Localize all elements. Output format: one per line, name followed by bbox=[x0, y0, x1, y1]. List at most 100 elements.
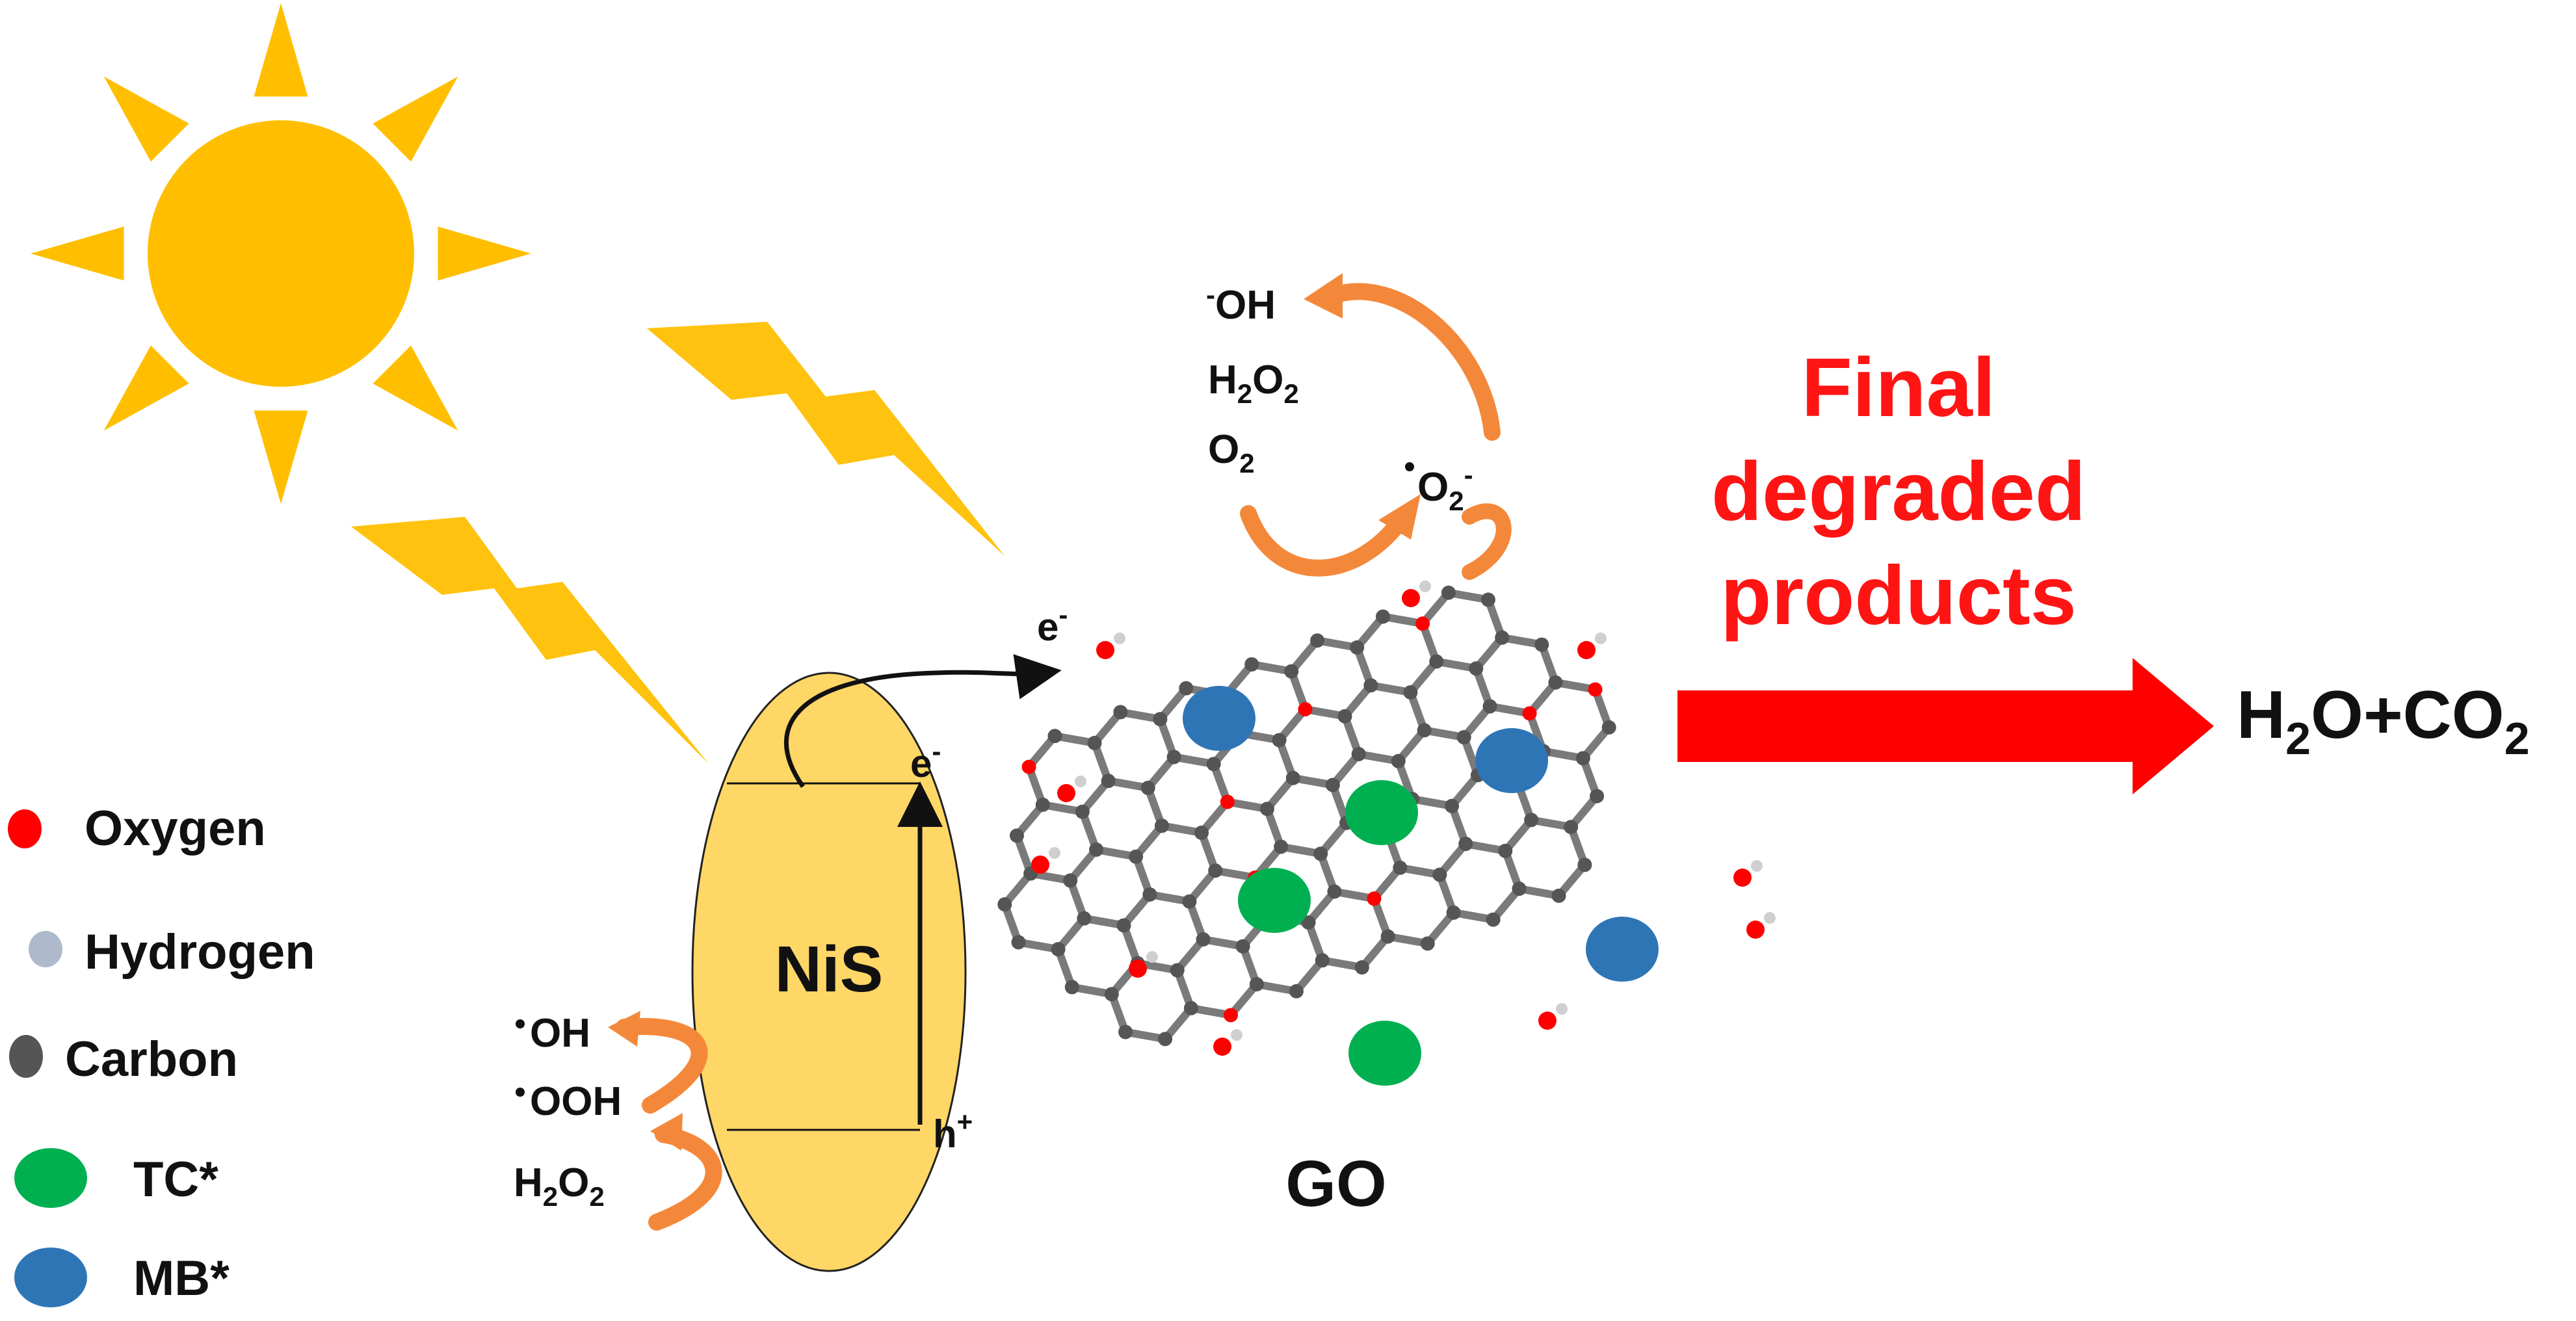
go-functional-oxygen bbox=[1746, 921, 1765, 939]
sun-rays bbox=[31, 3, 531, 504]
hydroxide-formation-arrowhead bbox=[1304, 273, 1343, 319]
go-bonds bbox=[1001, 588, 1613, 1043]
go-carbon-atom bbox=[1498, 843, 1513, 858]
go-carbon-atom bbox=[1249, 977, 1264, 992]
superoxide-radical-label: O2- bbox=[1417, 460, 1473, 516]
go-carbon-atom bbox=[1469, 661, 1484, 676]
go-carbon-atom bbox=[1486, 912, 1501, 927]
go-hydrogen-atom bbox=[1146, 951, 1158, 963]
go-hydrogen-atom bbox=[1114, 633, 1125, 644]
sun-ray bbox=[254, 3, 308, 97]
go-carbon-atom bbox=[1301, 915, 1316, 930]
hydroxide-ion-label: -OH bbox=[1206, 280, 1276, 328]
oxygen-molecule-label: O2 bbox=[1208, 427, 1255, 478]
legend-mb-swatch bbox=[14, 1248, 87, 1307]
go-carbon-atom bbox=[1075, 804, 1090, 819]
go-carbon-atom bbox=[1285, 770, 1300, 785]
tc-molecule bbox=[1238, 868, 1311, 933]
go-functional-oxygen bbox=[1129, 960, 1147, 978]
electron-transfer-arrow bbox=[783, 654, 1062, 789]
go-hydrogen-atom bbox=[1764, 912, 1776, 924]
go-carbon-atom bbox=[1354, 960, 1369, 975]
go-carbon-atom bbox=[1182, 894, 1197, 909]
go-hydrogen-atom bbox=[1075, 776, 1086, 787]
sun-ray bbox=[31, 226, 124, 281]
go-oxygen-atom bbox=[1588, 682, 1603, 697]
go-carbon-atom bbox=[1403, 685, 1418, 700]
go-carbon-atom bbox=[1140, 780, 1155, 795]
go-carbon-atom bbox=[1284, 664, 1299, 679]
go-carbon-atom bbox=[1313, 846, 1328, 861]
legend-tc-swatch bbox=[14, 1148, 87, 1208]
go-carbon-atom bbox=[1166, 750, 1181, 765]
go-carbon-atom bbox=[1512, 882, 1527, 896]
go-carbon-atom bbox=[1104, 987, 1119, 1002]
go-carbon-atom bbox=[1035, 797, 1050, 812]
go-functional-oxygen bbox=[1402, 589, 1420, 607]
go-carbon-atom bbox=[1429, 654, 1444, 669]
go-carbon-atom bbox=[1315, 953, 1330, 968]
products-line-3: products bbox=[1720, 549, 2077, 642]
go-functional-oxygen bbox=[1577, 641, 1596, 659]
go-carbon-atom bbox=[1235, 939, 1250, 954]
go-label: GO bbox=[1285, 1147, 1387, 1220]
radical-dot bbox=[516, 1019, 525, 1028]
go-functional-oxygen bbox=[1538, 1012, 1557, 1030]
go-carbon-atom bbox=[1009, 828, 1024, 843]
ooh-formation-arrow bbox=[648, 1126, 722, 1231]
go-carbon-atom bbox=[1391, 753, 1406, 768]
sun-ray bbox=[103, 345, 189, 431]
go-carbon-atom bbox=[1158, 1032, 1173, 1047]
go-carbon-atom bbox=[1456, 730, 1471, 745]
legend: Oxygen Hydrogen Carbon TC* MB* bbox=[8, 801, 315, 1307]
go-functional-oxygen bbox=[1057, 784, 1075, 802]
go-carbon-atom bbox=[1063, 873, 1078, 888]
go-carbon-atom bbox=[1564, 820, 1579, 835]
go-carbon-atom bbox=[1417, 723, 1432, 738]
hydroxide-formation-arrow bbox=[1324, 283, 1501, 441]
sun-ray bbox=[103, 76, 189, 162]
go-pollutants bbox=[1183, 686, 1659, 1086]
go-carbon-atom bbox=[1051, 942, 1066, 957]
go-hydrogen-atom bbox=[1751, 860, 1763, 872]
go-carbon-atom bbox=[1179, 681, 1194, 696]
go-carbon-atom bbox=[1087, 735, 1102, 750]
nis-electron-label: e- bbox=[910, 736, 941, 785]
go-carbon-atom bbox=[1325, 778, 1340, 792]
go-carbon-atom bbox=[1327, 884, 1342, 899]
go-oxygen-atom bbox=[1415, 616, 1430, 631]
go-radical-cycle: -OH H2O2 O2 O2- bbox=[1206, 273, 1512, 580]
go-carbon-atom bbox=[1551, 888, 1566, 903]
legend-mb-label: MB* bbox=[133, 1251, 230, 1306]
go-carbon-atom bbox=[1142, 887, 1157, 902]
go-carbon-atom bbox=[1376, 609, 1391, 624]
go-carbon-atom bbox=[1244, 657, 1259, 672]
go-oxygen-atom bbox=[1220, 794, 1235, 809]
nis-particle: NiS e- h+ bbox=[691, 654, 1062, 1272]
go-hydrogen-atom bbox=[1049, 847, 1060, 859]
go-carbon-atom bbox=[1480, 592, 1495, 607]
nis-radical-species: OH OOH H2O2 bbox=[514, 1011, 722, 1231]
go-functional-oxygen bbox=[1733, 869, 1752, 887]
mb-molecule bbox=[1475, 728, 1548, 793]
hydroperoxyl-radical-label: OOH bbox=[530, 1079, 622, 1124]
legend-carbon-swatch bbox=[9, 1035, 43, 1078]
legend-hydrogen-label: Hydrogen bbox=[85, 924, 315, 980]
nis-label: NiS bbox=[775, 933, 884, 1006]
oh-formation-arrowhead bbox=[608, 1011, 640, 1047]
go-carbon-atom bbox=[1432, 867, 1447, 882]
go-hydrogen-atom bbox=[1595, 633, 1607, 644]
hydroxyl-radical-label: OH bbox=[530, 1011, 590, 1056]
legend-carbon-label: Carbon bbox=[65, 1032, 238, 1087]
nis-hole-label: h+ bbox=[933, 1106, 973, 1156]
sun-ray bbox=[373, 76, 458, 162]
go-carbon-atom bbox=[1101, 774, 1116, 789]
lightning-bolt-lower bbox=[351, 517, 709, 764]
hydrogen-peroxide-label: H2O2 bbox=[514, 1160, 605, 1212]
go-carbon-atom bbox=[1482, 699, 1497, 714]
go-hydrogen-atom bbox=[1419, 581, 1431, 592]
oh-formation-arrow bbox=[616, 1017, 708, 1114]
go-carbon-atom bbox=[1153, 712, 1168, 727]
go-hydrogen-peroxide-label: H2O2 bbox=[1208, 358, 1299, 409]
go-carbon-atom bbox=[1337, 709, 1352, 724]
